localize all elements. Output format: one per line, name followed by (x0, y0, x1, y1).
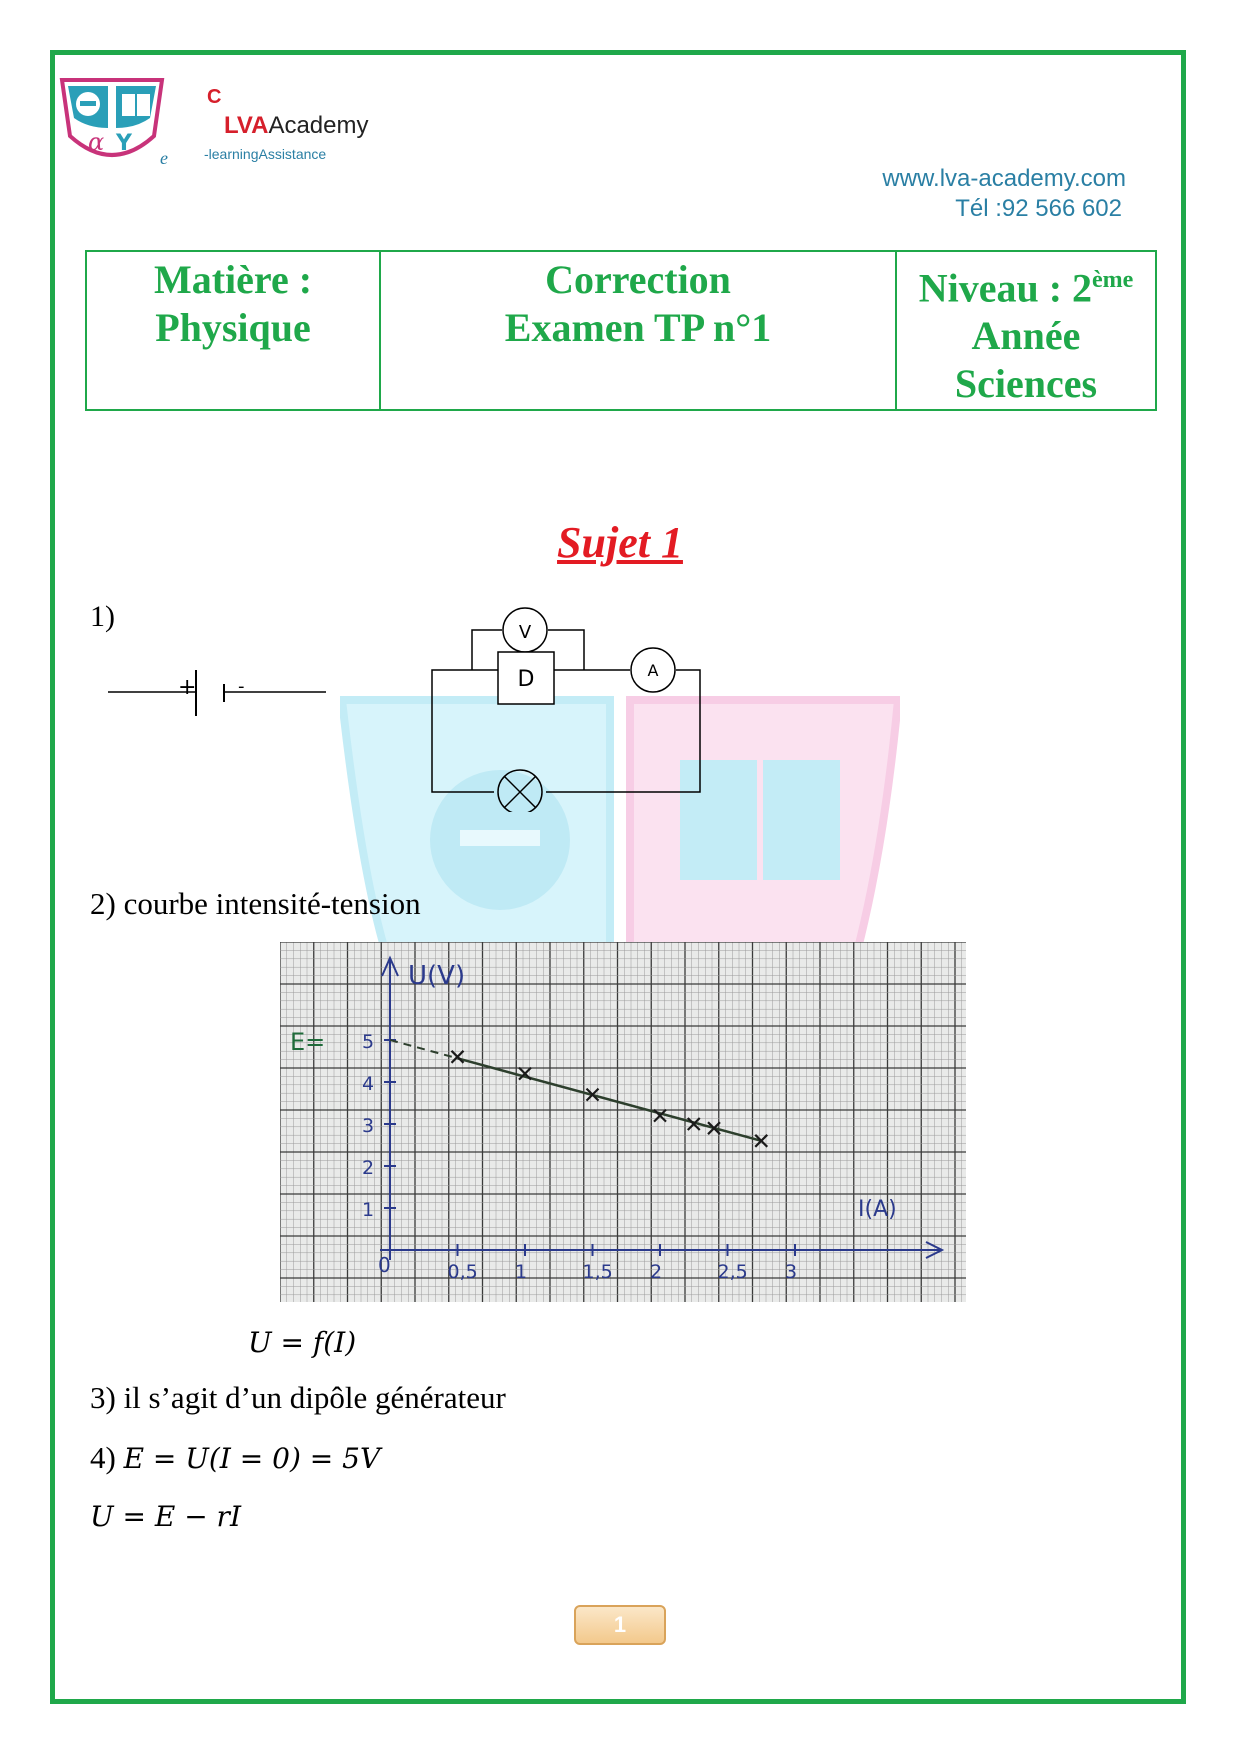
level-line3: Sciences (954, 361, 1098, 407)
x-tick-label: 0,5 (448, 1261, 478, 1283)
fit-line-extrapolated (389, 1039, 458, 1060)
x-axis-label: I(A) (858, 1197, 897, 1222)
data-point (686, 1117, 701, 1131)
wire-voltmeter-left (471, 629, 502, 670)
ammeter-circle (630, 647, 676, 693)
question-4-math: E = U(I = 0) = 5V (123, 1442, 381, 1475)
graph-paper (280, 942, 966, 1302)
dipole-box (497, 651, 555, 705)
wire-right (546, 669, 701, 793)
data-point (450, 1050, 465, 1064)
lamp-circle (497, 769, 543, 812)
data-point (754, 1134, 769, 1148)
question-4-answer: 4) E = U(I = 0) = 5V (90, 1440, 380, 1476)
wire-left (431, 669, 500, 793)
equation-u-e-ri: U = E − rI (90, 1500, 242, 1533)
level-line1: Niveau : 2ème (898, 256, 1154, 312)
question-4-prefix: 4) (90, 1440, 124, 1475)
subject-value: Physique (155, 305, 311, 350)
lamp-cross-b (503, 775, 537, 809)
subject-label: Matière : (153, 257, 313, 302)
brand-name-academy: Academy (268, 112, 369, 139)
x-tick-label: 2,5 (718, 1261, 748, 1283)
website-link[interactable]: www.lva-academy.com (882, 165, 1126, 192)
contact-block: www.lva-academy.com Tél :92 566 602 (882, 164, 1126, 224)
title-line2: Examen TP n°1 (504, 305, 772, 350)
level-line2: Année (971, 313, 1081, 359)
subject-cell: Matière : Physique (85, 249, 381, 412)
level-sup: ème (1092, 267, 1134, 293)
x-axis-arrow (925, 1241, 945, 1259)
voltmeter-label: V (519, 622, 532, 643)
section-title: Sujet 1 (557, 518, 683, 567)
question-2-label: 2) courbe intensité-tension (90, 886, 421, 921)
y-axis-label: U(V) (408, 961, 465, 991)
academy-logo: α Y (59, 78, 165, 157)
circuit-diagram: V D A (431, 607, 701, 812)
origin-label: 0 (378, 1253, 391, 1277)
x-tick-label: 1 (515, 1261, 527, 1283)
brand-letter-c: C (207, 86, 222, 108)
ammeter-label: A (648, 661, 659, 680)
question-1-label: 1) (90, 600, 115, 633)
phone-number: Tél :92 566 602 (955, 195, 1122, 222)
dipole-label: D (518, 667, 535, 692)
question-3-answer: 3) il s’agit d’un dipôle générateur (90, 1380, 506, 1415)
brand-name: LVAAcademy (224, 112, 368, 140)
title-line1: Correction (545, 257, 731, 302)
brand-name-lva: LVA (224, 112, 269, 139)
y-tick-label: 1 (362, 1199, 374, 1221)
data-point (707, 1121, 721, 1135)
battery-minus-sign: - (238, 676, 245, 697)
svg-text:Y: Y (115, 131, 133, 156)
level-cell: Niveau : 2ème Année Sciences (895, 249, 1157, 412)
data-point (518, 1066, 532, 1081)
intensity-voltage-graph: U(V) I(A) 0 0,5 1 1,5 2 2,5 3 1 2 3 4 5 E= (280, 942, 966, 1302)
y-tick-label: 4 (362, 1073, 374, 1095)
page-border (50, 50, 1186, 1704)
battery-symbol: + - (108, 670, 326, 716)
level-prefix: Niveau : 2 (918, 265, 1093, 311)
fit-line (457, 1057, 762, 1143)
intercept-label: E= (290, 1028, 325, 1056)
wire-voltmeter-right (548, 629, 585, 670)
battery-plus-sign: + (178, 675, 196, 700)
x-tick-label: 2 (650, 1261, 662, 1283)
brand-letter-e: e (160, 148, 168, 168)
data-point (585, 1087, 600, 1102)
header-table: Matière : Physique Correction Examen TP … (85, 249, 1157, 412)
watermark-logo (340, 696, 900, 1010)
equation-u-f-i: U = f(I) (248, 1326, 357, 1359)
y-tick-label: 5 (362, 1031, 374, 1053)
brand-tagline: -learningAssistance (204, 146, 327, 162)
title-cell: Correction Examen TP n°1 (379, 249, 897, 412)
page-number: 1 (574, 1605, 666, 1645)
y-tick-label: 3 (362, 1115, 374, 1137)
x-tick-label: 3 (785, 1261, 797, 1283)
y-axis-arrow (381, 955, 399, 977)
svg-text:α: α (88, 128, 104, 156)
y-tick-label: 2 (362, 1157, 374, 1179)
data-point (653, 1108, 667, 1123)
x-tick-label: 1,5 (583, 1261, 613, 1283)
